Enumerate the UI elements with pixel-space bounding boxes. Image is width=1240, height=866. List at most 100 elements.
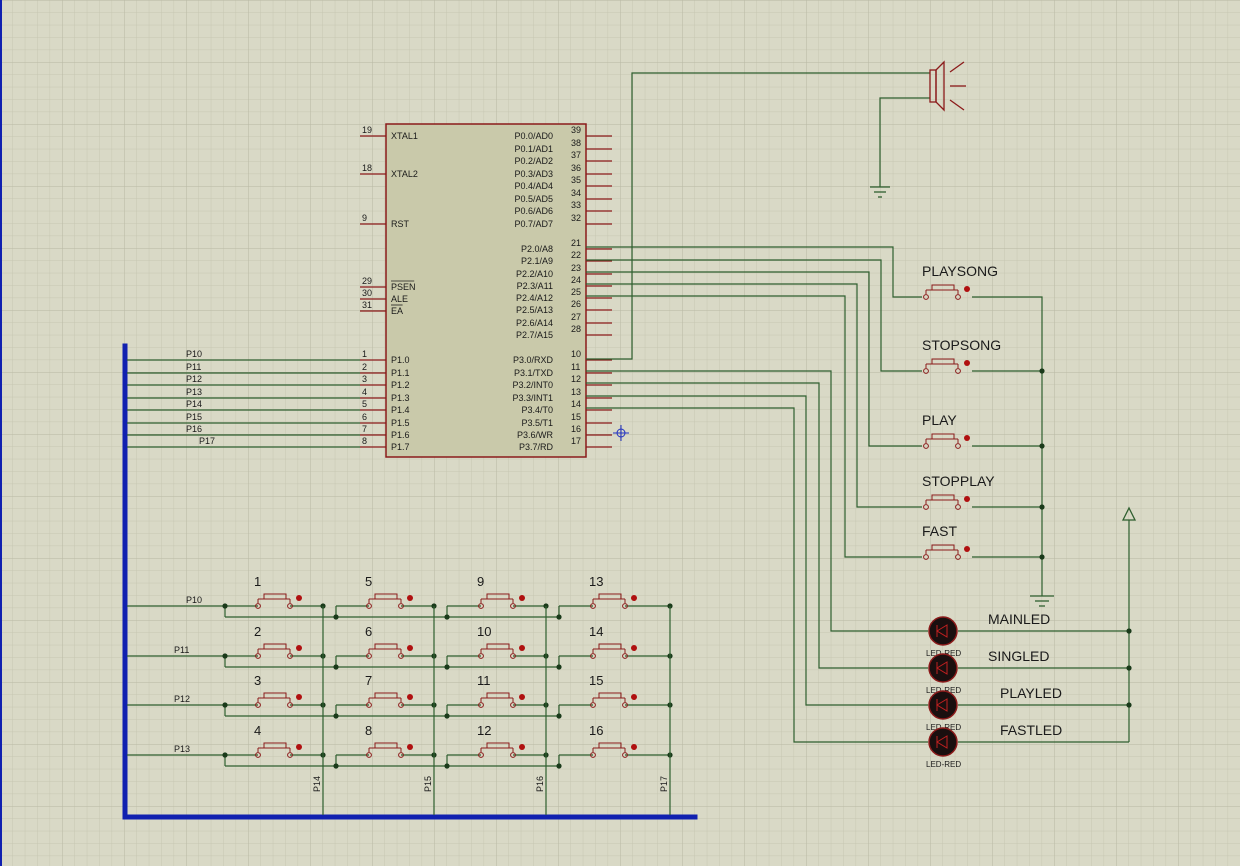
net-label: P16 bbox=[186, 424, 202, 434]
leds: LED-REDMAINLEDLED-REDSINGLEDLED-REDPLAYL… bbox=[926, 611, 1062, 769]
button-state-icon bbox=[964, 360, 970, 366]
button-state-icon bbox=[631, 645, 637, 651]
mcu-pin-name: P3.5/T1 bbox=[521, 418, 553, 428]
keypad-key[interactable] bbox=[590, 692, 637, 708]
keypad-key[interactable] bbox=[255, 643, 302, 659]
mcu-pin-number: 13 bbox=[571, 387, 581, 397]
button-state-icon bbox=[296, 694, 302, 700]
mcu-pin-number: 18 bbox=[362, 163, 372, 173]
keypad-key[interactable] bbox=[478, 643, 525, 659]
mcu-pin-number: 16 bbox=[571, 424, 581, 434]
keypad-key-label: 5 bbox=[365, 574, 372, 589]
keypad-key-label: 11 bbox=[477, 673, 491, 688]
keypad-key[interactable] bbox=[590, 643, 637, 659]
control-button[interactable] bbox=[923, 544, 970, 560]
mcu-pin-number: 12 bbox=[571, 374, 581, 384]
net-label: P13 bbox=[174, 744, 190, 754]
control-button[interactable] bbox=[923, 358, 970, 374]
button-state-icon bbox=[631, 744, 637, 750]
net-label: P15 bbox=[423, 776, 433, 792]
led-icon[interactable] bbox=[928, 616, 958, 646]
wire-play bbox=[586, 271, 922, 447]
mcu-pin-number: 37 bbox=[571, 150, 581, 160]
led-icon[interactable] bbox=[928, 727, 958, 757]
control-button[interactable] bbox=[923, 433, 970, 449]
wires bbox=[586, 72, 1130, 743]
wire-playled bbox=[586, 395, 928, 706]
mcu-pin-name: P1.3 bbox=[391, 393, 410, 403]
keypad-key[interactable] bbox=[255, 742, 302, 758]
mcu-pin-number: 7 bbox=[362, 424, 367, 434]
mcu-pin-name: P2.0/A8 bbox=[521, 244, 553, 254]
mcu-pin-number: 35 bbox=[571, 175, 581, 185]
mcu-pin-number: 2 bbox=[362, 362, 367, 372]
mcu-pin-number: 31 bbox=[362, 300, 372, 310]
button-state-icon bbox=[964, 546, 970, 552]
mcu-pin-name: P2.3/A11 bbox=[517, 281, 553, 291]
control-button-label: FAST bbox=[922, 523, 957, 539]
mcu-pin-number: 21 bbox=[571, 238, 581, 248]
junctions-right bbox=[1039, 368, 1132, 708]
button-state-icon bbox=[296, 744, 302, 750]
ground-icon bbox=[870, 186, 890, 198]
bus-line bbox=[122, 343, 698, 820]
keypad-key[interactable] bbox=[366, 692, 413, 708]
keypad-key[interactable] bbox=[255, 692, 302, 708]
mcu-pin-number: 9 bbox=[362, 213, 367, 223]
control-button-label: PLAY bbox=[922, 412, 957, 428]
led-label: SINGLED bbox=[988, 648, 1049, 664]
mcu-body bbox=[385, 123, 587, 458]
control-button[interactable] bbox=[923, 494, 970, 510]
mcu-pin-number: 1 bbox=[362, 349, 367, 359]
mcu-right-pins: 39P0.0/AD038P0.1/AD137P0.2/AD236P0.3/AD3… bbox=[512, 125, 612, 452]
button-state-icon bbox=[407, 645, 413, 651]
net-label: P17 bbox=[659, 776, 669, 792]
power-terminal-icon bbox=[1121, 506, 1137, 521]
keypad-key[interactable] bbox=[478, 742, 525, 758]
wire-fast bbox=[586, 295, 922, 558]
keypad-key[interactable] bbox=[366, 643, 413, 659]
mcu-pin-number: 32 bbox=[571, 213, 581, 223]
button-state-icon bbox=[296, 595, 302, 601]
wire-buttons-common bbox=[972, 296, 1043, 596]
speaker-icon[interactable] bbox=[929, 60, 966, 112]
mcu-pin-name: P0.3/AD3 bbox=[514, 169, 553, 179]
mcu-pin-name: XTAL2 bbox=[391, 169, 418, 179]
keypad-key[interactable] bbox=[255, 593, 302, 609]
keypad-key[interactable] bbox=[478, 593, 525, 609]
led-icon[interactable] bbox=[928, 653, 958, 683]
keypad-key[interactable] bbox=[366, 742, 413, 758]
keypad-key-label: 13 bbox=[589, 574, 603, 589]
led-icon[interactable] bbox=[928, 690, 958, 720]
keypad-key[interactable] bbox=[478, 692, 525, 708]
wire-stopsong bbox=[586, 259, 922, 372]
keypad-key-label: 12 bbox=[477, 723, 491, 738]
mcu-pin-number: 14 bbox=[571, 399, 581, 409]
button-state-icon bbox=[631, 694, 637, 700]
keypad-key-label: 15 bbox=[589, 673, 603, 688]
mcu-pin-number: 5 bbox=[362, 399, 367, 409]
mcu-pin-name: P1.0 bbox=[391, 355, 410, 365]
led-label: MAINLED bbox=[988, 611, 1050, 627]
keypad-key-label: 16 bbox=[589, 723, 603, 738]
mcu-pin-name: P2.7/A15 bbox=[516, 330, 553, 340]
microcontroller-8051[interactable]: 19XTAL118XTAL29RST29PSEN30ALE31EA1P1.02P… bbox=[360, 123, 612, 458]
mcu-pin-number: 24 bbox=[571, 275, 581, 285]
keypad-key[interactable] bbox=[590, 593, 637, 609]
mcu-pin-name: P1.6 bbox=[391, 430, 410, 440]
net-label: P11 bbox=[174, 645, 189, 655]
mcu-pin-number: 11 bbox=[571, 362, 580, 372]
wire-singled bbox=[586, 382, 928, 669]
keypad-key[interactable] bbox=[590, 742, 637, 758]
led-part-label: LED-RED bbox=[926, 760, 961, 769]
keypad-key[interactable] bbox=[366, 593, 413, 609]
bus bbox=[122, 343, 698, 820]
button-state-icon bbox=[407, 595, 413, 601]
mcu-pin-name: XTAL1 bbox=[391, 131, 418, 141]
mcu-pin-name: P0.7/AD7 bbox=[514, 219, 553, 229]
mcu-pin-number: 19 bbox=[362, 125, 372, 135]
mcu-pin-number: 17 bbox=[571, 436, 581, 446]
control-button[interactable] bbox=[923, 284, 970, 300]
